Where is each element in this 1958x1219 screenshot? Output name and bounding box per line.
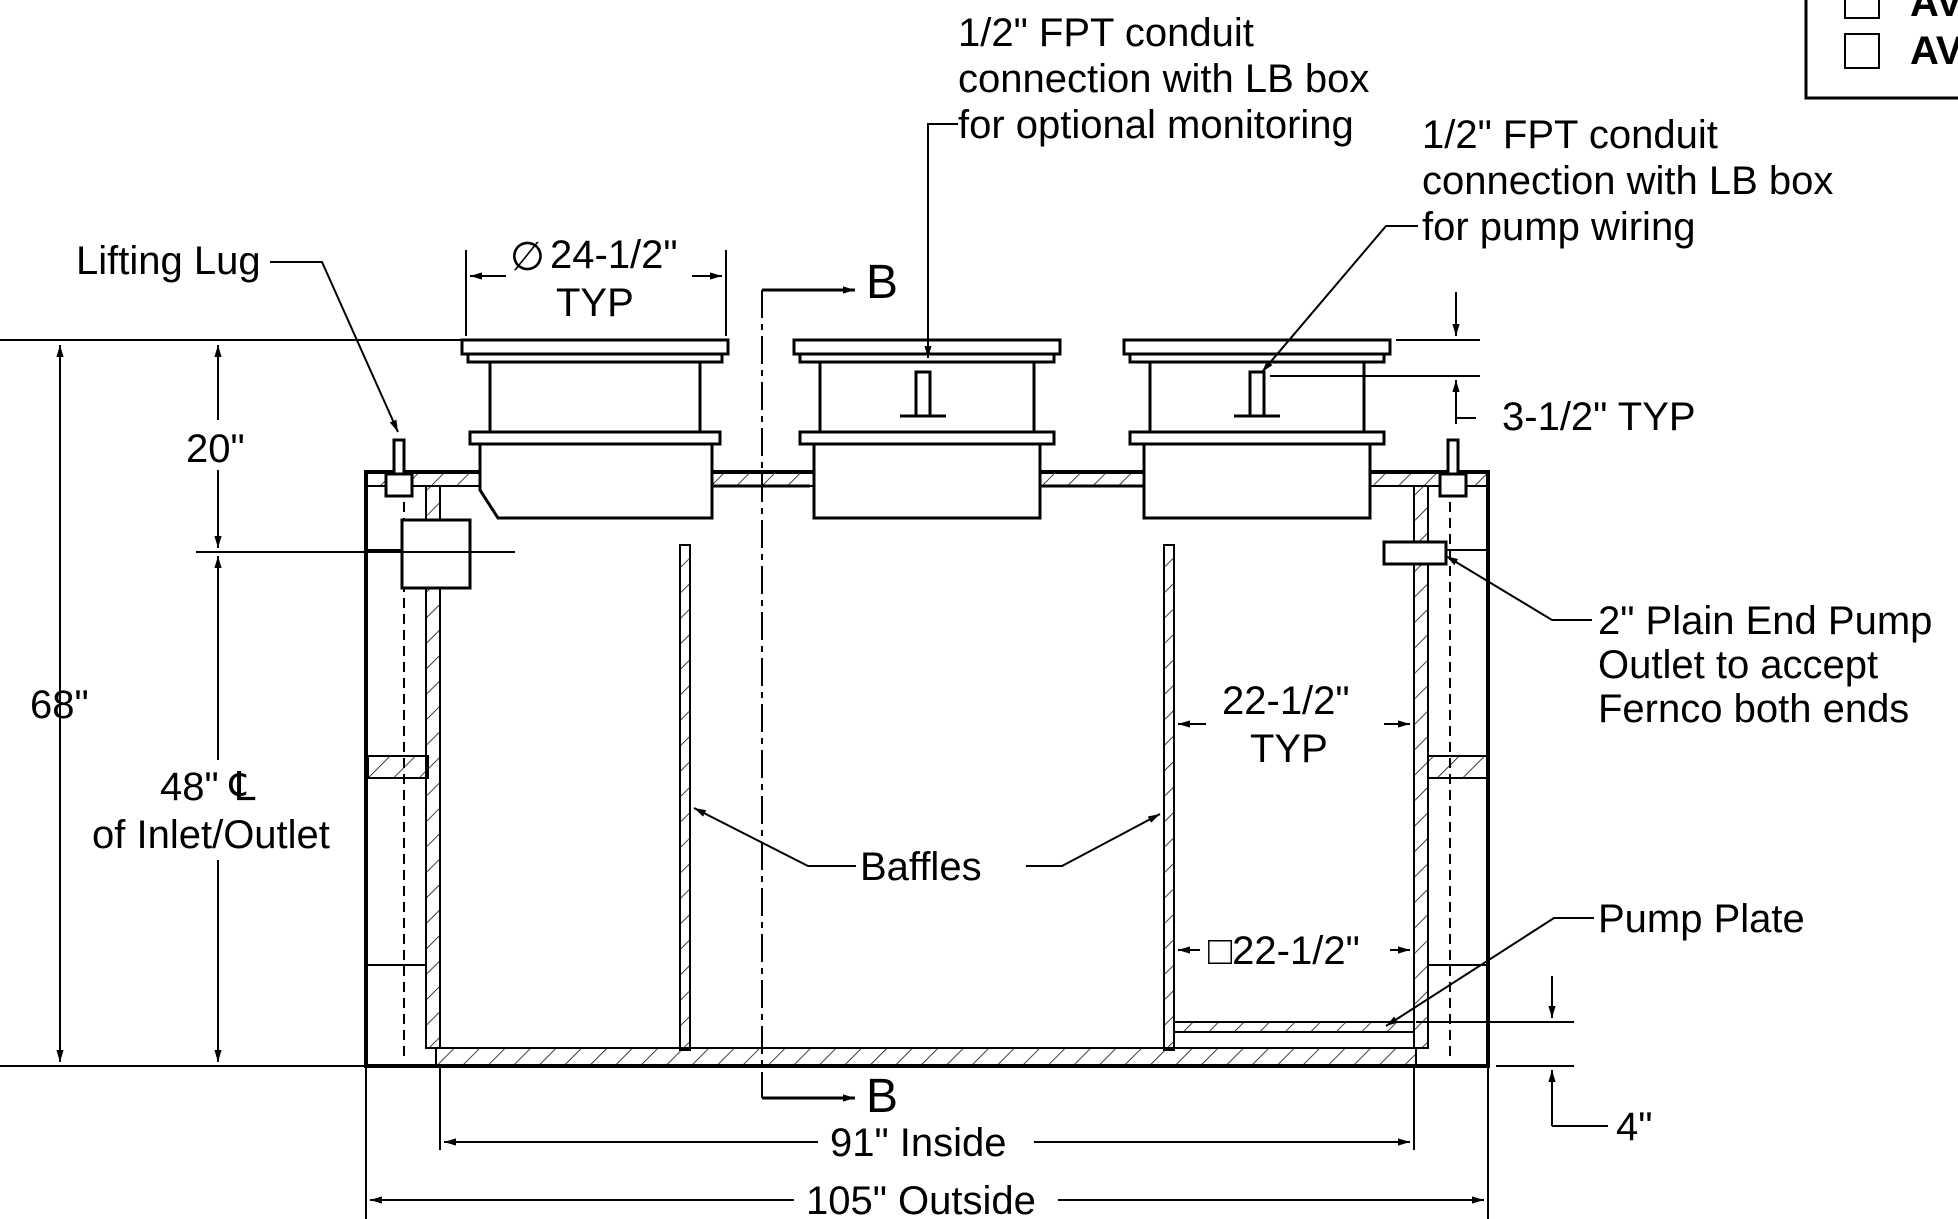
conduit-monitor-label-2: connection with LB box bbox=[958, 57, 1369, 101]
top-depth-label: 20" bbox=[186, 427, 245, 471]
riser-right bbox=[1122, 338, 1414, 520]
baffle-spacing-label: 22-1/2" bbox=[1222, 679, 1350, 723]
cover-diameter-label: 24-1/2" bbox=[550, 233, 678, 277]
conduit-pump-label-1: 1/2" FPT conduit bbox=[1422, 113, 1718, 157]
legend-checkbox-2 bbox=[1844, 33, 1880, 69]
lifting-lug-left bbox=[384, 438, 414, 498]
conduit-pump-label-2: connection with LB box bbox=[1422, 159, 1833, 203]
pump-outlet bbox=[1382, 540, 1448, 566]
inlet-height-label-1: 48" ℄ bbox=[160, 765, 256, 809]
pump-outlet-label-1: 2" Plain End Pump bbox=[1598, 599, 1932, 643]
pump-plate-size-label: □22-1/2" bbox=[1208, 929, 1360, 973]
baffle-spacing-typ-label: TYP bbox=[1250, 727, 1328, 771]
riser-left bbox=[440, 338, 810, 520]
legend-checkbox-1 bbox=[1844, 0, 1880, 19]
conduit-pump-label-3: for pump wiring bbox=[1422, 205, 1695, 249]
section-mark-top: B bbox=[866, 256, 898, 309]
dim-riser-height bbox=[1270, 292, 1480, 424]
lifting-lug-right bbox=[1438, 438, 1468, 498]
overall-height-label: 68" bbox=[30, 683, 89, 727]
inlet-pipe bbox=[370, 518, 515, 590]
dim-base-thickness bbox=[1416, 976, 1608, 1127]
legend-label-2: AV bbox=[1910, 29, 1958, 73]
inlet-height-label-2: of Inlet/Outlet bbox=[92, 813, 330, 857]
pump-outlet-label-3: Fernco both ends bbox=[1598, 687, 1909, 731]
conduit-monitor-label-3: for optional monitoring bbox=[958, 103, 1354, 147]
right-wall bbox=[1413, 485, 1429, 1049]
cover-typ-label: TYP bbox=[556, 281, 634, 325]
section-line-b bbox=[761, 286, 855, 1102]
diameter-symbol: ∅ bbox=[510, 235, 545, 279]
baffle-right bbox=[1163, 544, 1175, 1051]
legend-box: AV AV bbox=[1804, 0, 1958, 100]
pump-plate bbox=[1173, 1021, 1415, 1033]
riser-center bbox=[792, 338, 1146, 520]
baffles-label: Baffles bbox=[860, 845, 982, 889]
conduit-monitor-label-1: 1/2" FPT conduit bbox=[958, 11, 1254, 55]
outside-width-label: 105" Outside bbox=[806, 1179, 1036, 1219]
section-mark-bottom: B bbox=[866, 1070, 898, 1123]
riser-height-label: 3-1/2" TYP bbox=[1502, 395, 1696, 439]
dim-overall-height bbox=[0, 339, 462, 1067]
baffle-left bbox=[679, 544, 691, 1051]
pump-outlet-label-2: Outlet to accept bbox=[1598, 643, 1878, 687]
baffles bbox=[679, 544, 1175, 1051]
legend-label-1: AV bbox=[1910, 0, 1958, 25]
inside-width-label: 91" Inside bbox=[830, 1121, 1007, 1165]
pump-plate-label: Pump Plate bbox=[1598, 897, 1805, 941]
base-thickness-label: 4" bbox=[1616, 1105, 1652, 1149]
lifting-lug-label: Lifting Lug bbox=[76, 239, 261, 283]
